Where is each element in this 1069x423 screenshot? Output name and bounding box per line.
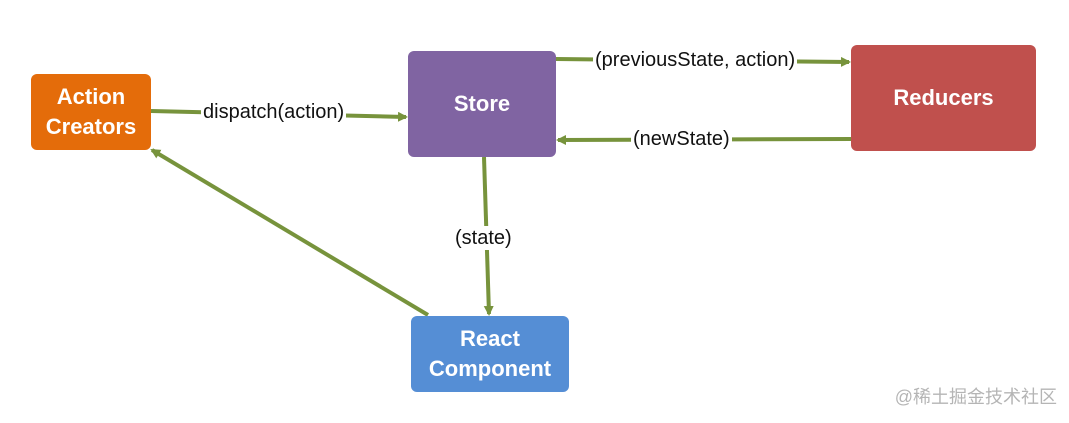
reducers-node: Reducers bbox=[851, 45, 1036, 151]
watermark: @稀土掘金技术社区 bbox=[894, 387, 1057, 407]
react-component-node: React Component bbox=[411, 316, 569, 392]
reducers-label: Reducers bbox=[893, 85, 994, 110]
store-node: Store bbox=[408, 51, 556, 157]
action-creators-label-line1: Action bbox=[56, 84, 126, 109]
previous-state-edge-label: (previousState, action) bbox=[593, 48, 798, 72]
react-component-label-line1: React bbox=[460, 326, 520, 351]
new-state-edge-label: (newState) bbox=[631, 127, 732, 151]
store-label: Store bbox=[453, 91, 511, 116]
state-edge-label: (state) bbox=[453, 226, 514, 250]
edge-react-to-action bbox=[150, 148, 430, 317]
action-creators-node: Action Creators bbox=[31, 74, 151, 150]
action-creators-label-line2: Creators bbox=[45, 114, 137, 139]
react-component-label-line2: Component bbox=[428, 356, 552, 381]
dispatch-edge-label: dispatch(action) bbox=[201, 100, 347, 124]
